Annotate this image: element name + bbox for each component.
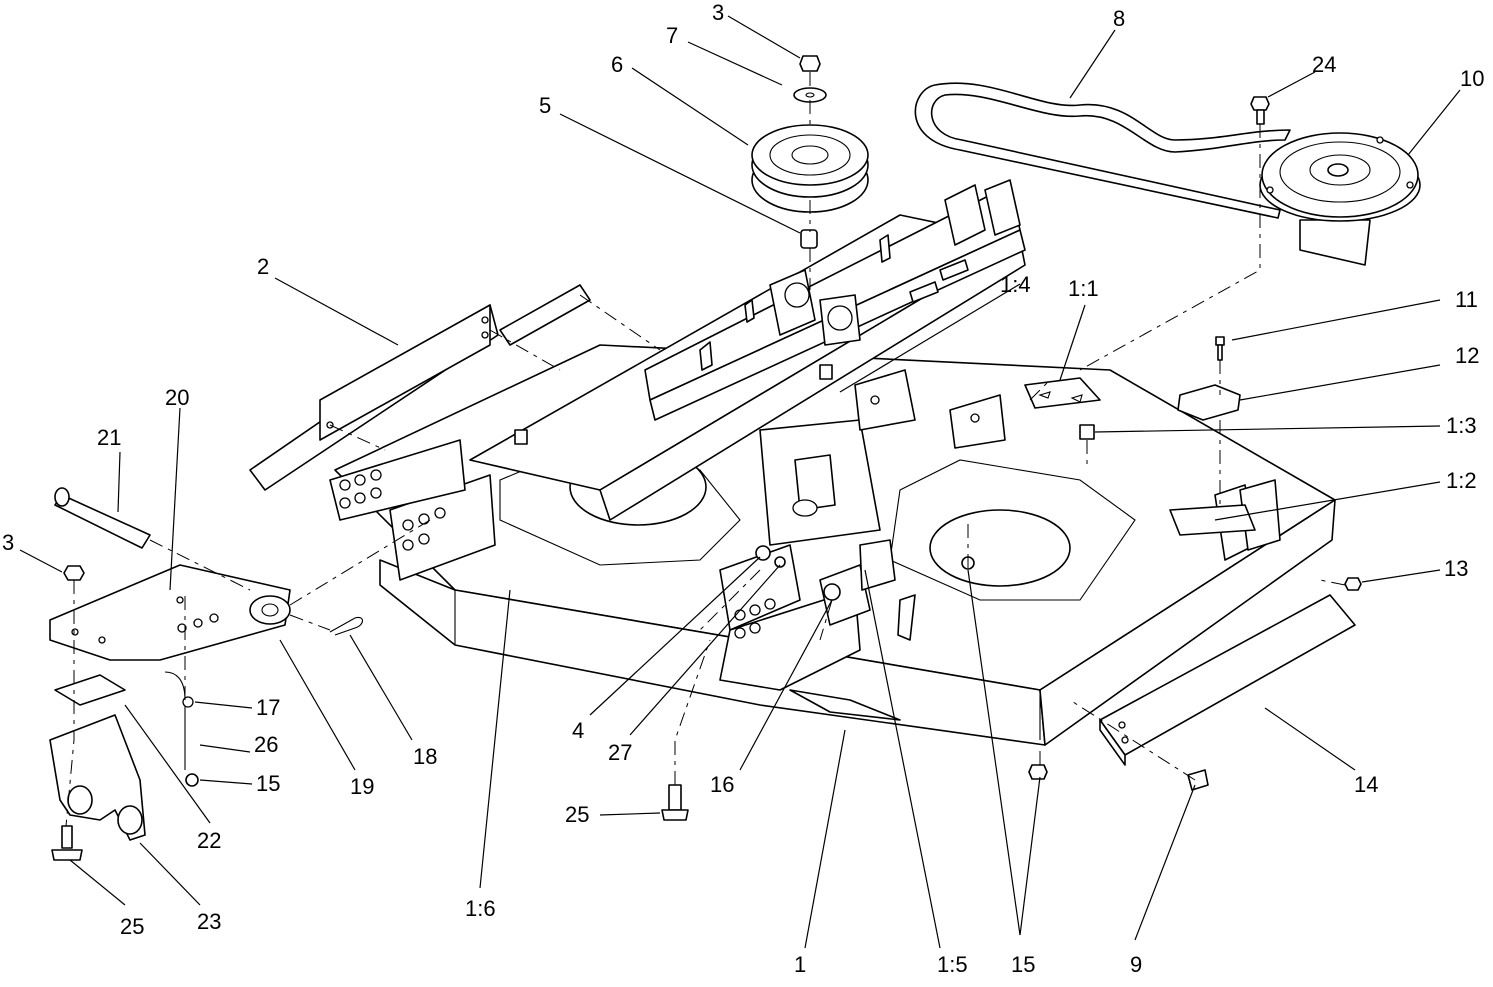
washer-4 xyxy=(755,545,771,561)
nut-27 xyxy=(774,556,786,568)
callout-9: 9 xyxy=(1130,952,1142,977)
center-baffle xyxy=(759,419,881,546)
eye-bolt xyxy=(164,671,194,770)
drive-belt xyxy=(914,82,1291,219)
left-gauge-wheel-bracket xyxy=(249,304,499,491)
callout-15-right: 15 xyxy=(1011,952,1035,977)
bolt-16 xyxy=(823,583,841,601)
callout-6: 6 xyxy=(611,52,623,77)
callout-2: 2 xyxy=(257,254,269,279)
callout-15-left: 15 xyxy=(256,771,280,796)
hairpin-clip xyxy=(329,616,364,636)
right-deck-decal xyxy=(1169,504,1256,536)
callout-4: 4 xyxy=(572,718,584,743)
callout-7: 7 xyxy=(666,23,678,48)
callout-22: 22 xyxy=(197,828,221,853)
bolt-25-center xyxy=(661,784,689,821)
callout-14: 14 xyxy=(1354,772,1378,797)
bolt-11 xyxy=(1215,336,1225,361)
nut-15-right xyxy=(1028,764,1048,780)
callout-26: 26 xyxy=(254,732,278,757)
callout-leader-lines xyxy=(19,15,1461,949)
top-lock-nut xyxy=(799,55,821,72)
callout-3-left: 3 xyxy=(2,530,14,555)
callout-20: 20 xyxy=(165,385,189,410)
rear-upright-mounts xyxy=(854,369,1006,449)
callout-1-1: 1:1 xyxy=(1068,276,1099,301)
small-nut-left xyxy=(185,773,199,787)
callout-16: 16 xyxy=(710,772,734,797)
flat-washer xyxy=(793,87,827,103)
lift-arm-shim-plate xyxy=(54,674,126,706)
callout-18: 18 xyxy=(413,744,437,769)
bolt-24 xyxy=(1250,96,1270,125)
lift-arm-bracket xyxy=(49,564,291,661)
callout-17: 17 xyxy=(256,695,280,720)
callout-1-5: 1:5 xyxy=(937,952,968,977)
callout-27: 27 xyxy=(608,740,632,765)
callout-10: 10 xyxy=(1460,66,1484,91)
stud-1-6 xyxy=(514,429,528,445)
callout-24: 24 xyxy=(1312,52,1336,77)
callout-21: 21 xyxy=(97,425,121,450)
callout-1: 1 xyxy=(794,952,806,977)
lift-arm-yoke xyxy=(49,714,146,841)
callout-3-top: 3 xyxy=(712,0,724,25)
callout-5: 5 xyxy=(539,93,551,118)
callout-11: 11 xyxy=(1455,287,1478,312)
spacer-block-12 xyxy=(1177,384,1241,421)
callout-19: 19 xyxy=(350,774,374,799)
bolt-9 xyxy=(1187,769,1209,791)
decal-plate xyxy=(1024,377,1101,409)
idler-pulley xyxy=(751,124,869,213)
assembly-centerlines xyxy=(65,72,1346,827)
left-hitch-plate xyxy=(329,439,466,521)
callout-1-6: 1:6 xyxy=(465,896,496,921)
left-lock-nut xyxy=(63,565,85,581)
callout-25-center: 25 xyxy=(565,802,589,827)
stud-center xyxy=(819,364,833,380)
idler-arm-frame xyxy=(469,179,1026,521)
callout-25-left: 25 xyxy=(120,914,144,939)
callout-8: 8 xyxy=(1113,6,1125,31)
hitch-pin xyxy=(54,487,151,549)
callout-1-2: 1:2 xyxy=(1446,468,1477,493)
callout-1-3: 1:3 xyxy=(1446,413,1477,438)
callout-13: 13 xyxy=(1444,556,1468,581)
nut-13 xyxy=(1344,577,1362,591)
callout-12: 12 xyxy=(1455,343,1479,368)
right-roller-assembly xyxy=(1099,594,1356,766)
rear-roller-tube xyxy=(499,284,591,346)
spindle-pulley-assembly xyxy=(1259,132,1421,266)
callout-23: 23 xyxy=(197,909,221,934)
idler-spacer xyxy=(800,229,818,249)
stud-1-3 xyxy=(1079,424,1095,440)
carriage-bolt-left xyxy=(51,825,83,861)
callout-1-4: 1:4 xyxy=(1000,272,1031,297)
